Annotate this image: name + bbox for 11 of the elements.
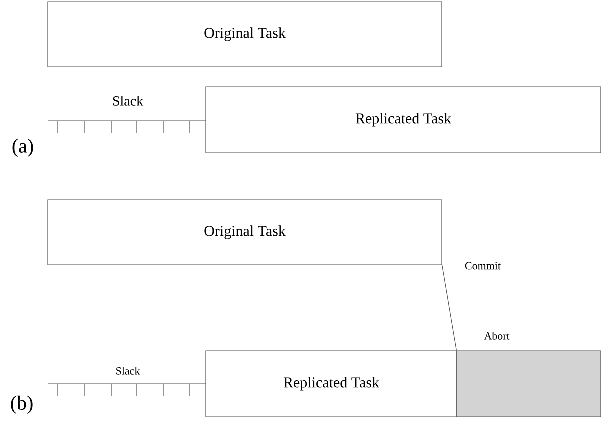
panel-label: (b) (11, 396, 33, 414)
text-label: Commit (465, 262, 501, 270)
task-box: Original Task (48, 2, 442, 68)
text-label: Slack (113, 96, 144, 106)
connector-line (442, 265, 457, 351)
text-label: Slack (116, 367, 140, 375)
task-box: Replicated Task (206, 350, 458, 418)
panel-label: (a) (12, 138, 34, 158)
text-label: Abort (484, 332, 510, 340)
task-box: Replicated Task (206, 86, 602, 154)
task-box: Original Task (48, 200, 442, 266)
